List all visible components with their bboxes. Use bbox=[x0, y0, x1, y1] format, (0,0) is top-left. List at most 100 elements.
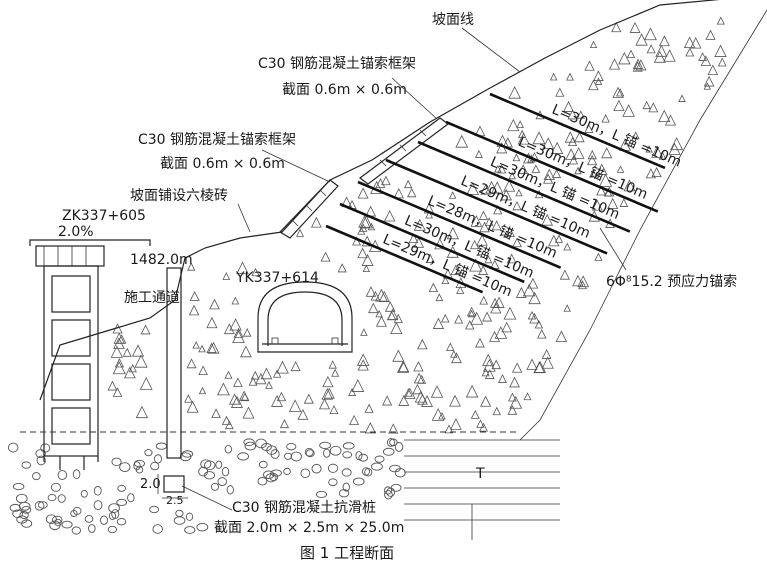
rock-hatch-triangle bbox=[613, 99, 625, 112]
gravel-hatch-circle bbox=[72, 506, 82, 515]
rock-hatch-triangle bbox=[512, 153, 521, 162]
gravel-hatch-circle bbox=[384, 490, 393, 500]
bridge-pier bbox=[29, 239, 151, 470]
rock-hatch-triangle bbox=[414, 390, 428, 403]
gravel-hatch-circle bbox=[342, 442, 355, 450]
rock-hatch-triangle bbox=[413, 218, 426, 231]
gravel-hatch-circle bbox=[352, 477, 365, 486]
gravel-hatch-circle bbox=[51, 515, 63, 524]
gravel-hatch-circle bbox=[61, 520, 73, 529]
rock-hatch-triangle bbox=[587, 149, 597, 160]
leader-pile bbox=[181, 485, 233, 511]
rock-hatch-triangle bbox=[198, 386, 207, 395]
left-station-label: ZK337+605 bbox=[62, 208, 146, 224]
gravel-hatch-circle bbox=[243, 438, 255, 447]
rock-hatch-triangle bbox=[479, 221, 490, 233]
gravel-hatch-circle bbox=[382, 447, 395, 456]
pile-dim-h-label: 2.0 bbox=[140, 477, 161, 492]
gravel-hatch-circle bbox=[386, 437, 396, 447]
rock-hatch-triangle bbox=[551, 141, 564, 154]
rock-hatch-triangle bbox=[543, 168, 555, 180]
rock-hatch-triangle bbox=[288, 399, 302, 412]
rock-hatch-triangle bbox=[635, 33, 648, 46]
rock-hatch-triangle bbox=[517, 132, 530, 145]
gravel-hatch-circle bbox=[34, 501, 45, 511]
rock-hatch-triangle bbox=[134, 354, 148, 368]
rock-hatch-triangle bbox=[112, 387, 123, 397]
rock-hatch-triangle bbox=[586, 154, 598, 166]
rock-hatch-triangle bbox=[542, 137, 555, 149]
gravel-hatch-circle bbox=[270, 469, 282, 477]
gravel-hatch-circle bbox=[9, 503, 21, 512]
gravel-hatch-circle bbox=[72, 469, 81, 480]
rock-hatch-triangle bbox=[563, 242, 572, 251]
rock-hatch-triangle bbox=[523, 392, 532, 401]
rock-hatch-triangle bbox=[469, 239, 480, 250]
rock-hatch-triangle bbox=[589, 169, 598, 178]
rock-hatch-triangle bbox=[470, 215, 483, 227]
gravel-hatch-circle bbox=[117, 484, 126, 492]
rock-hatch-triangle bbox=[417, 338, 428, 350]
gravel-hatch-circle bbox=[263, 470, 275, 479]
gravel-hatch-circle bbox=[284, 452, 293, 460]
rock-hatch-triangle bbox=[446, 342, 455, 351]
rock-hatch-triangle bbox=[714, 44, 727, 57]
rock-hatch-triangle bbox=[507, 118, 520, 132]
rock-hatch-triangle bbox=[492, 406, 502, 416]
rock-hatch-triangle bbox=[207, 341, 220, 354]
rock-hatch-triangle bbox=[515, 286, 527, 298]
rock-hatch-triangle bbox=[250, 370, 260, 380]
rock-hatch-triangle bbox=[271, 394, 283, 407]
rock-hatch-triangle bbox=[632, 58, 644, 69]
rock-hatch-triangle bbox=[356, 353, 370, 366]
rock-hatch-triangle bbox=[375, 309, 383, 318]
rock-hatch-triangle bbox=[501, 321, 513, 333]
rock-hatch-triangle bbox=[626, 49, 636, 58]
rock-hatch-triangle bbox=[432, 317, 445, 329]
rock-hatch-triangle bbox=[569, 155, 579, 165]
rock-hatch-triangle bbox=[404, 388, 413, 397]
gravel-hatch-circle bbox=[315, 490, 328, 498]
rock-hatch-triangle bbox=[563, 101, 574, 112]
gravel-hatch-circle bbox=[237, 452, 249, 461]
rock-hatch-triangle bbox=[114, 358, 125, 368]
rock-hatch-triangle bbox=[242, 328, 252, 337]
rock-hatch-triangle bbox=[594, 77, 603, 85]
rock-hatch-triangle bbox=[469, 258, 483, 272]
pile-section-detail: 2.0 2.5 bbox=[140, 474, 188, 507]
rock-hatch-triangle bbox=[392, 349, 405, 362]
rock-hatch-triangle bbox=[707, 64, 719, 76]
rock-hatch-triangle bbox=[428, 282, 439, 293]
rock-hatch-triangle bbox=[532, 131, 546, 145]
gravel-hatch-circle bbox=[394, 442, 404, 452]
anchor-cable bbox=[489, 92, 666, 170]
rock-hatch-triangle bbox=[509, 395, 523, 409]
rock-hatch-triangle bbox=[122, 347, 132, 357]
gravel-hatch-circle bbox=[35, 449, 46, 459]
rock-hatch-triangle bbox=[516, 120, 525, 129]
rock-hatch-triangle bbox=[357, 359, 369, 371]
rock-hatch-triangle bbox=[198, 344, 206, 353]
rock-hatch-triangle bbox=[518, 164, 529, 174]
gravel-hatch-circle bbox=[119, 462, 131, 472]
gravel-hatch-circle bbox=[257, 476, 268, 486]
anti-slide-pile bbox=[166, 267, 182, 459]
rock-hatch-triangle bbox=[601, 147, 613, 159]
gravel-hatch-circle bbox=[204, 460, 216, 471]
rock-hatch-triangle bbox=[276, 391, 287, 402]
gravel-hatch-circle bbox=[21, 505, 32, 514]
rock-hatch-triangle bbox=[349, 414, 360, 425]
anchor-cable bbox=[325, 224, 484, 294]
gravel-hatch-circle bbox=[111, 457, 122, 467]
slope-mass-boundary bbox=[519, 9, 767, 441]
gravel-hatch-circle bbox=[149, 505, 160, 514]
rock-hatch-triangle bbox=[484, 217, 494, 226]
gravel-hatch-circle bbox=[153, 454, 163, 464]
rock-hatch-triangle bbox=[482, 353, 495, 367]
gravel-hatch-circle bbox=[127, 493, 135, 503]
rock-hatch-triangle bbox=[224, 370, 233, 379]
gravel-hatch-circle bbox=[71, 526, 82, 535]
gravel-hatch-circle bbox=[304, 447, 314, 457]
rock-hatch-triangle bbox=[663, 49, 676, 62]
rock-hatch-triangle bbox=[480, 395, 492, 407]
